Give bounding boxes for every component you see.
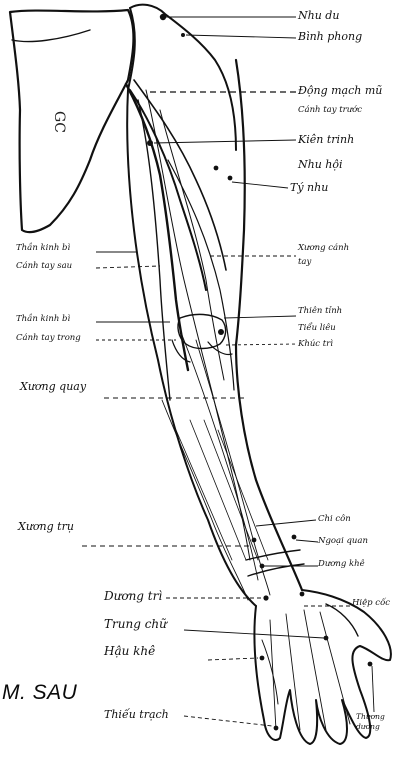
point-nhu-hoi — [214, 166, 219, 171]
label-tieu-lieu: Tiểu liêu — [298, 324, 336, 333]
label-hau-khe: Hậu khê — [104, 645, 155, 657]
label-xuong-quay: Xương quay — [20, 381, 86, 392]
label-chi-con: Chi côn — [318, 515, 351, 524]
scapula-marking: GC — [51, 111, 67, 133]
leader-chi-con — [256, 520, 316, 526]
label-binh-phong: Bình phong — [298, 31, 362, 42]
figure-caption: M. SAU — [2, 681, 77, 705]
label-canh-tay-sau: Cánh tay sau — [16, 262, 72, 271]
label-hiep-coc: Hiệp cốc — [352, 599, 390, 608]
point-ngoai-quan — [292, 535, 297, 540]
leader-thuong-duong — [372, 666, 374, 712]
label-than-kinh-bi-2: Thần kinh bì — [16, 315, 70, 324]
point-duong-khe — [260, 564, 265, 569]
point-hiep-coc — [300, 592, 305, 597]
leader-ngoai-quan — [296, 540, 318, 542]
point-trung-chu — [324, 636, 329, 641]
point-chi-con — [252, 538, 257, 543]
point-hau-khe — [260, 656, 265, 661]
label-xuong-canh-tay: Xương cánh tay — [298, 242, 358, 269]
leader-thien-tinh — [224, 316, 296, 318]
point-ty-nhu — [228, 176, 233, 181]
label-duong-khe: Dương khê — [318, 560, 365, 569]
label-nhu-hoi: Nhu hội — [298, 159, 343, 170]
point-thien-tinh — [218, 329, 224, 335]
label-thien-tinh: Thiên tỉnh — [298, 307, 342, 316]
label-duong-tri: Dương trì — [104, 590, 162, 602]
point-thieu-trach — [274, 726, 279, 731]
label-thuong-duong: Thương dương — [356, 712, 396, 732]
point-binh-phong — [181, 33, 185, 37]
leader-binh-phong — [186, 35, 296, 38]
leader-thieu-trach — [184, 716, 272, 726]
scapula-outline — [10, 10, 133, 232]
label-ty-nhu: Tý nhu — [290, 182, 328, 193]
label-khuc-tri: Khúc trì — [298, 340, 333, 349]
scapula-inner-ridge — [12, 30, 90, 42]
leader-hau-khe — [208, 658, 258, 660]
label-dong-mach-mu: Động mạch mũ — [298, 85, 382, 96]
label-kien-trinh: Kiên trinh — [298, 134, 354, 145]
label-trung-chu: Trung chữ — [104, 618, 167, 630]
label-ngoai-quan: Ngoại quan — [318, 537, 368, 546]
label-canh-tay-truoc: Cánh tay trước — [298, 106, 362, 115]
point-nhu-du — [160, 14, 166, 20]
leader-ty-nhu — [232, 182, 288, 188]
point-duong-tri — [263, 595, 268, 600]
point-thuong-duong — [368, 662, 373, 667]
leader-canh-tay-sau — [96, 266, 160, 268]
label-nhu-du: Nhu du — [298, 10, 339, 21]
label-than-kinh-bi-1: Thần kinh bì — [16, 244, 70, 253]
label-thieu-trach: Thiếu trạch — [104, 709, 169, 720]
label-canh-tay-trong: Cánh tay trong — [16, 334, 81, 343]
point-kien-trinh — [147, 140, 153, 146]
label-xuong-tru: Xương trụ — [18, 521, 74, 532]
